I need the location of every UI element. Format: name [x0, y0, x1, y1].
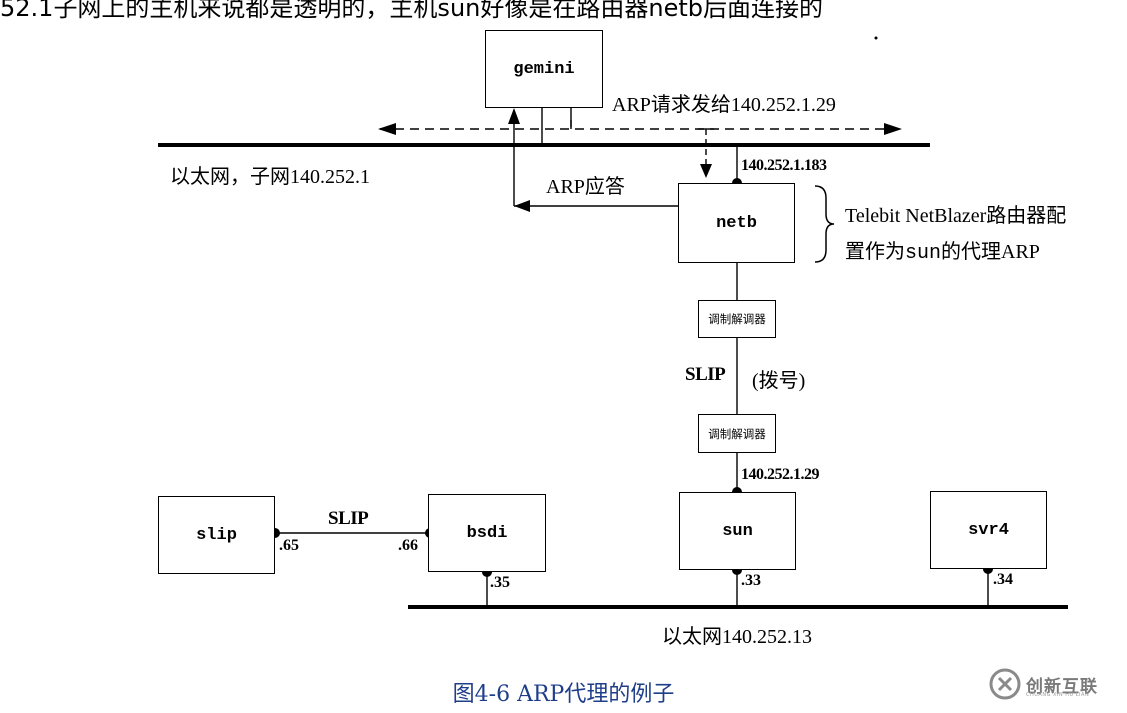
arp-request-arrowhead-left — [378, 123, 396, 135]
stray-dot — [874, 36, 878, 40]
arp-request-arrowhead-right — [884, 123, 902, 135]
figure-caption: 图4-6 ARP代理的例子 — [452, 682, 675, 707]
modem-upper-label: 调制解调器 — [708, 312, 766, 326]
sun-address-label: 140.252.1.29 — [741, 466, 820, 483]
brand-watermark: 创新互联 CHUANG XIN HU LIAN — [988, 666, 1118, 702]
modem-upper: 调制解调器 — [698, 300, 776, 338]
arp-reply-arrowhead-left — [514, 200, 530, 212]
ethernet-top-label: 以太网，子网140.252.1 — [170, 166, 370, 188]
bsdi-host: bsdi — [428, 494, 546, 572]
sun-33-label: .33 — [741, 572, 761, 589]
slip-65-label: .65 — [279, 537, 299, 554]
modem-lower: 调制解调器 — [698, 414, 776, 453]
netblazer-note-sun: sun — [905, 242, 942, 265]
svr4-host: svr4 — [930, 491, 1047, 569]
slip-host: slip — [158, 496, 275, 574]
truncated-heading-text: 52.1子网上的主机来说都是透明的，主机sun好像是在路由器netb后面连接的 — [0, 0, 823, 22]
netb-label: netb — [716, 213, 757, 233]
netblazer-note-line2-pre: 置作为 — [845, 241, 905, 263]
arp-request-label: ARP请求发给140.252.1.29 — [612, 94, 836, 116]
modem-lower-label: 调制解调器 — [708, 426, 766, 441]
gemini-host: gemini — [485, 30, 603, 108]
netblazer-brace — [814, 185, 835, 263]
netblazer-note-line2: 置作为sun的代理ARP — [845, 235, 1040, 265]
netblazer-note-line1: Telebit NetBlazer路由器配 — [845, 205, 1067, 227]
arp-down-arrowhead — [700, 164, 712, 178]
brand-watermark-text: 创新互联 — [1026, 676, 1098, 697]
slip-label: slip — [196, 525, 237, 545]
svr4-34-label: .34 — [993, 571, 1013, 588]
netb-address-label: 140.252.1.183 — [741, 157, 827, 174]
slip-dial-label: SLIP — [685, 364, 726, 385]
dial-label: (拨号) — [752, 370, 806, 392]
bsdi-35-label: .35 — [490, 574, 510, 591]
bsdi-66-label: .66 — [398, 537, 418, 554]
gemini-label: gemini — [513, 59, 575, 79]
sun-host: sun — [679, 492, 796, 570]
arp-reply-label: ARP应答 — [546, 176, 625, 198]
bsdi-label: bsdi — [466, 523, 508, 543]
svr4-label: svr4 — [968, 520, 1009, 540]
netb-router: netb — [678, 183, 795, 263]
brand-logo-icon — [989, 668, 1021, 700]
slip-link-label: SLIP — [328, 508, 369, 529]
ethernet-bottom-label: 以太网140.252.13 — [662, 626, 812, 648]
arp-reply-arrowhead-up — [508, 108, 520, 124]
netblazer-note-line2-post: 的代理ARP — [941, 241, 1040, 263]
sun-label: sun — [722, 521, 753, 541]
brand-watermark-subtext: CHUANG XIN HU LIAN — [1026, 692, 1090, 698]
